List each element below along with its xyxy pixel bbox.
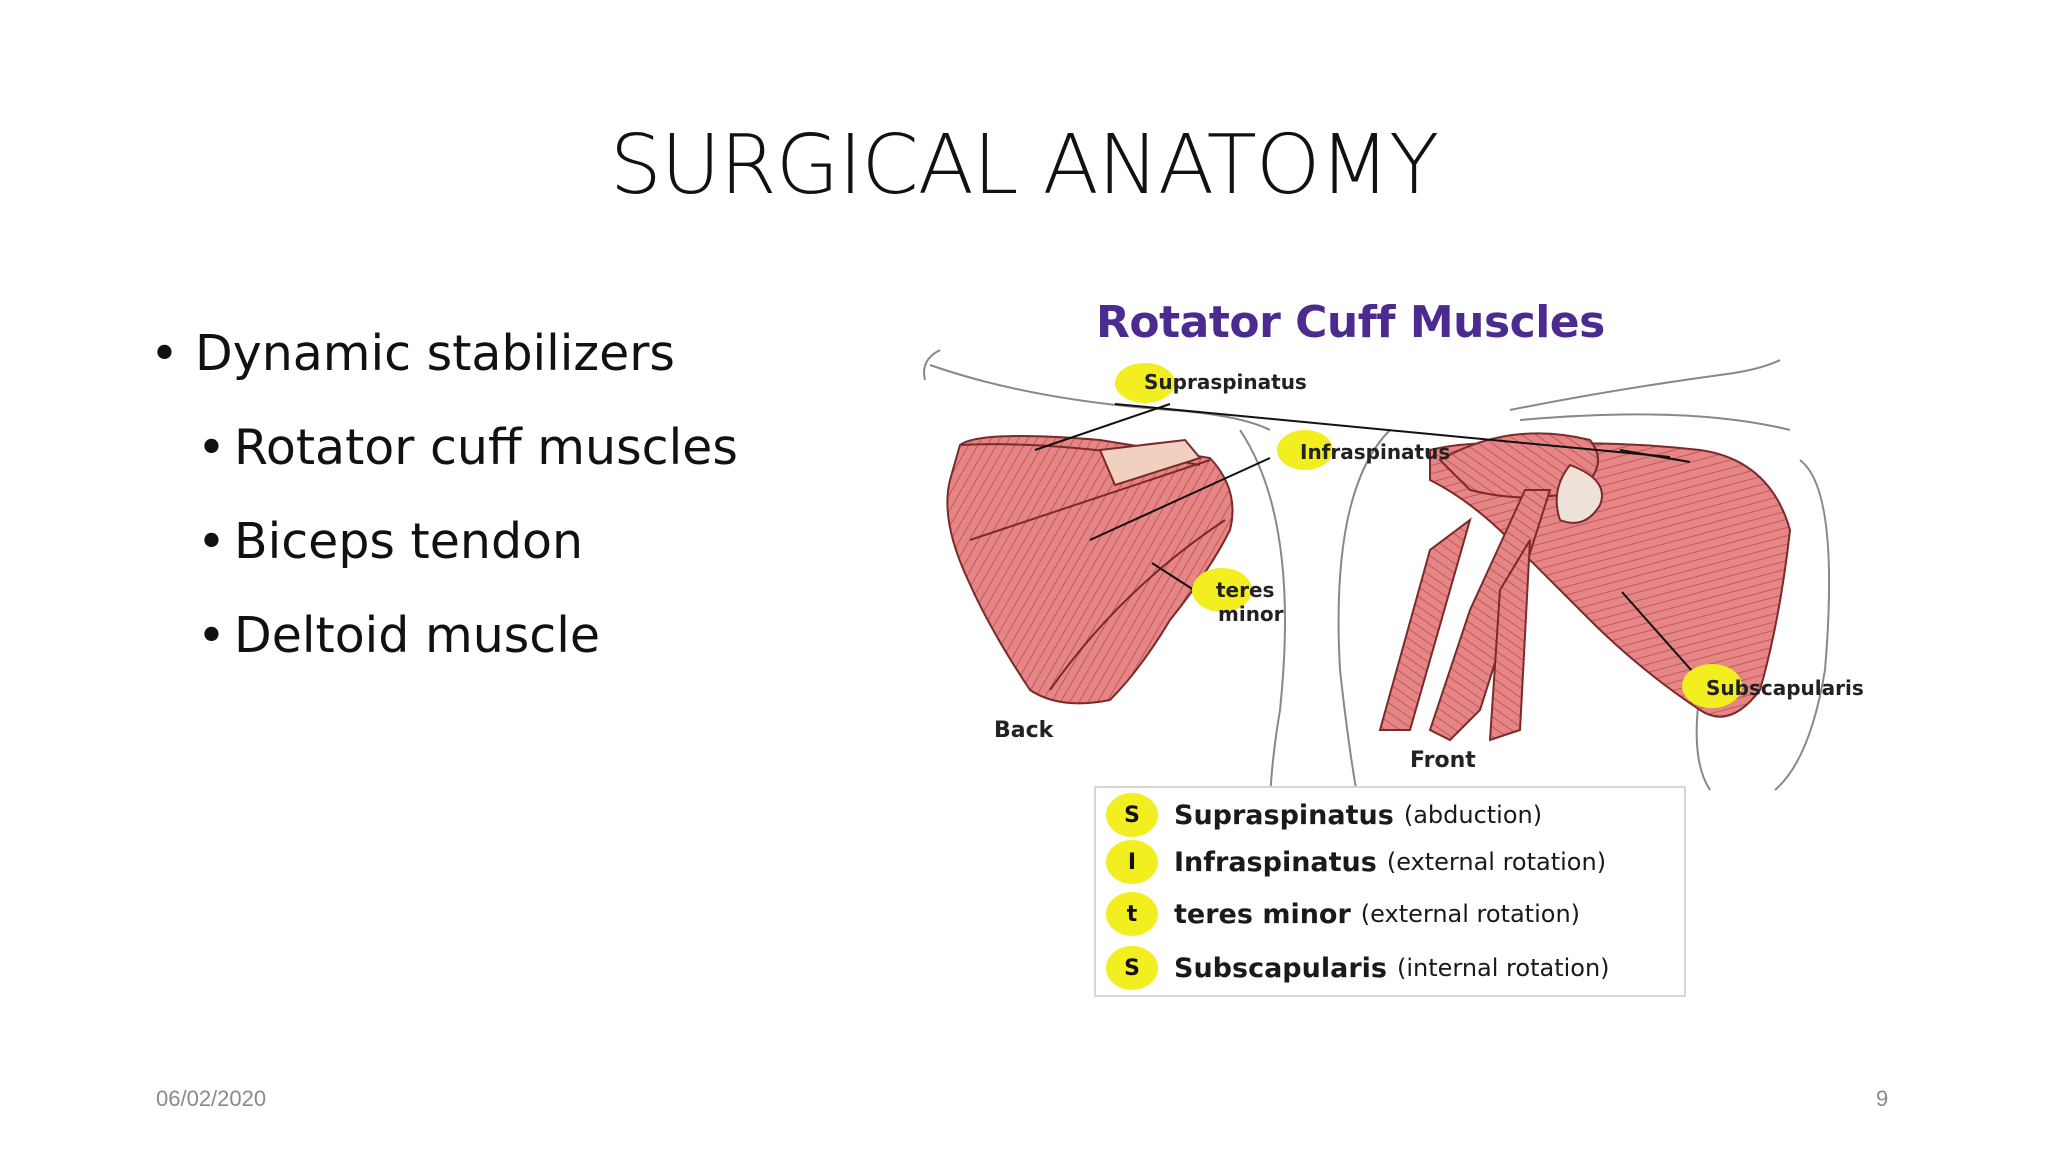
- legend-name: Supraspinatus: [1174, 799, 1394, 831]
- legend-badge: S: [1106, 946, 1158, 990]
- rotator-cuff-illustration: [923, 349, 1831, 811]
- legend-name: teres minor: [1174, 898, 1351, 930]
- legend-badge: t: [1106, 892, 1158, 936]
- legend-action: (abduction): [1403, 801, 1543, 829]
- label-supraspinatus: Supraspinatus: [1144, 370, 1307, 394]
- legend-name: Infraspinatus: [1174, 846, 1377, 878]
- bullet-rotator-cuff: Rotator cuff muscles: [150, 412, 738, 506]
- label-teres: teres: [1216, 578, 1275, 602]
- page-number: 9: [1876, 1086, 1889, 1111]
- slide-title: SURGICAL ANATOMY: [609, 118, 1440, 213]
- legend-badge: I: [1106, 840, 1158, 884]
- legend-row: t teres minor (external rotation): [1106, 892, 1580, 936]
- footer-date: 06/02/2020: [156, 1086, 267, 1111]
- bullet-list: Dynamic stabilizers Rotator cuff muscles…: [150, 318, 738, 694]
- legend-row: S Subscapularis (internal rotation): [1106, 946, 1610, 990]
- label-subscapularis: Subscapularis: [1706, 676, 1864, 700]
- legend-action: (external rotation): [1386, 848, 1607, 876]
- label-minor: minor: [1218, 602, 1284, 626]
- legend-name: Subscapularis: [1174, 952, 1387, 984]
- muscle-legend: S Supraspinatus (abduction) I Infraspina…: [1094, 786, 1686, 997]
- label-back: Back: [994, 718, 1054, 743]
- bullet-deltoid: Deltoid muscle: [150, 600, 738, 694]
- label-infraspinatus: Infraspinatus: [1300, 440, 1451, 464]
- bullet-biceps-tendon: Biceps tendon: [150, 506, 738, 600]
- bullet-dynamic-stabilizers: Dynamic stabilizers: [150, 318, 738, 412]
- legend-badge: S: [1106, 793, 1158, 837]
- legend-action: (external rotation): [1360, 900, 1581, 928]
- figure-title: Rotator Cuff Muscles: [1096, 297, 1605, 348]
- legend-action: (internal rotation): [1396, 954, 1610, 982]
- legend-row: I Infraspinatus (external rotation): [1106, 840, 1606, 884]
- label-front: Front: [1410, 748, 1476, 773]
- legend-row: S Supraspinatus (abduction): [1106, 793, 1542, 837]
